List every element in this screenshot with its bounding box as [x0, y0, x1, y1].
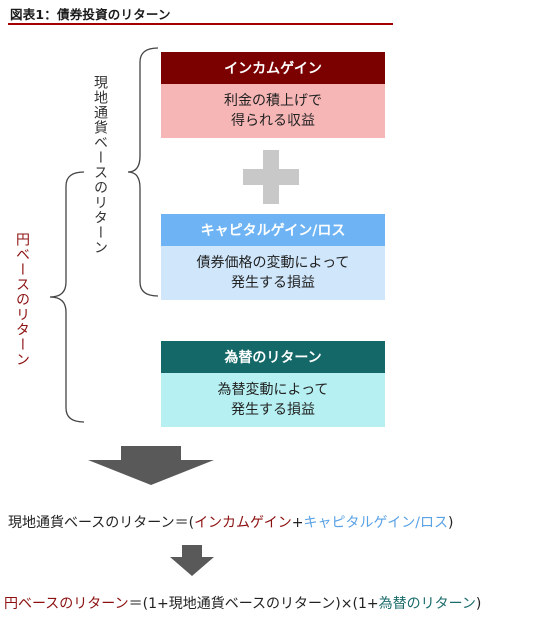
formula2-close: )	[475, 596, 482, 612]
local-return-formula: 現地通貨ベースのリターン＝(インカムゲイン+キャピタルゲイン/ロス)	[8, 512, 453, 532]
down-arrow-large-icon	[88, 446, 214, 485]
formula2-lhs: 円ベースのリターン	[4, 596, 129, 612]
yen-return-formula: 円ベースのリターン＝(1+現地通貨ベースのリターン)×(1+為替のリターン)	[4, 593, 481, 613]
fx-return-box: 為替のリターン 為替変動によって 発生する損益	[161, 341, 385, 427]
formula1-income: インカムゲイン	[194, 515, 292, 531]
formula1-lhs: 現地通貨ベースのリターン＝(	[8, 515, 195, 531]
figure-title: 図表1：債券投資のリターン	[10, 7, 171, 22]
capital-gain-header: キャピタルゲイン/ロス	[161, 214, 385, 246]
income-gain-desc-line1: 利金の積上げで	[224, 93, 322, 109]
formula1-close: )	[447, 515, 454, 531]
formula2-fx: 為替のリターン	[378, 596, 476, 612]
fx-return-body: 為替変動によって 発生する損益	[161, 373, 385, 427]
capital-gain-box: キャピタルゲイン/ロス 債券価格の変動によって 発生する損益	[161, 214, 385, 300]
capital-gain-desc-line2: 発生する損益	[231, 275, 315, 291]
down-arrow-small-icon	[170, 545, 214, 576]
formula2-eq: ＝(1+現地通貨ベースのリターン)×(1+	[128, 596, 379, 612]
local-return-label: 現地通貨ベースのリターン	[92, 75, 108, 255]
title-underline	[8, 23, 393, 25]
income-gain-box: インカムゲイン 利金の積上げで 得られる収益	[161, 52, 385, 138]
local-return-brace	[127, 47, 159, 297]
formula1-capital: キャピタルゲイン/ロス	[303, 515, 448, 531]
capital-gain-desc-line1: 債券価格の変動によって	[196, 255, 350, 271]
income-gain-desc-line2: 得られる収益	[231, 113, 315, 129]
income-gain-body: 利金の積上げで 得られる収益	[161, 84, 385, 138]
formula1-plus: +	[291, 515, 304, 531]
plus-icon	[243, 150, 299, 204]
income-gain-header: インカムゲイン	[161, 52, 385, 84]
fx-return-desc-line1: 為替変動によって	[217, 382, 329, 398]
yen-return-label: 円ベースのリターン	[14, 232, 30, 367]
yen-return-brace	[49, 171, 85, 423]
fx-return-header: 為替のリターン	[161, 341, 385, 373]
capital-gain-body: 債券価格の変動によって 発生する損益	[161, 246, 385, 300]
fx-return-desc-line2: 発生する損益	[231, 402, 315, 418]
